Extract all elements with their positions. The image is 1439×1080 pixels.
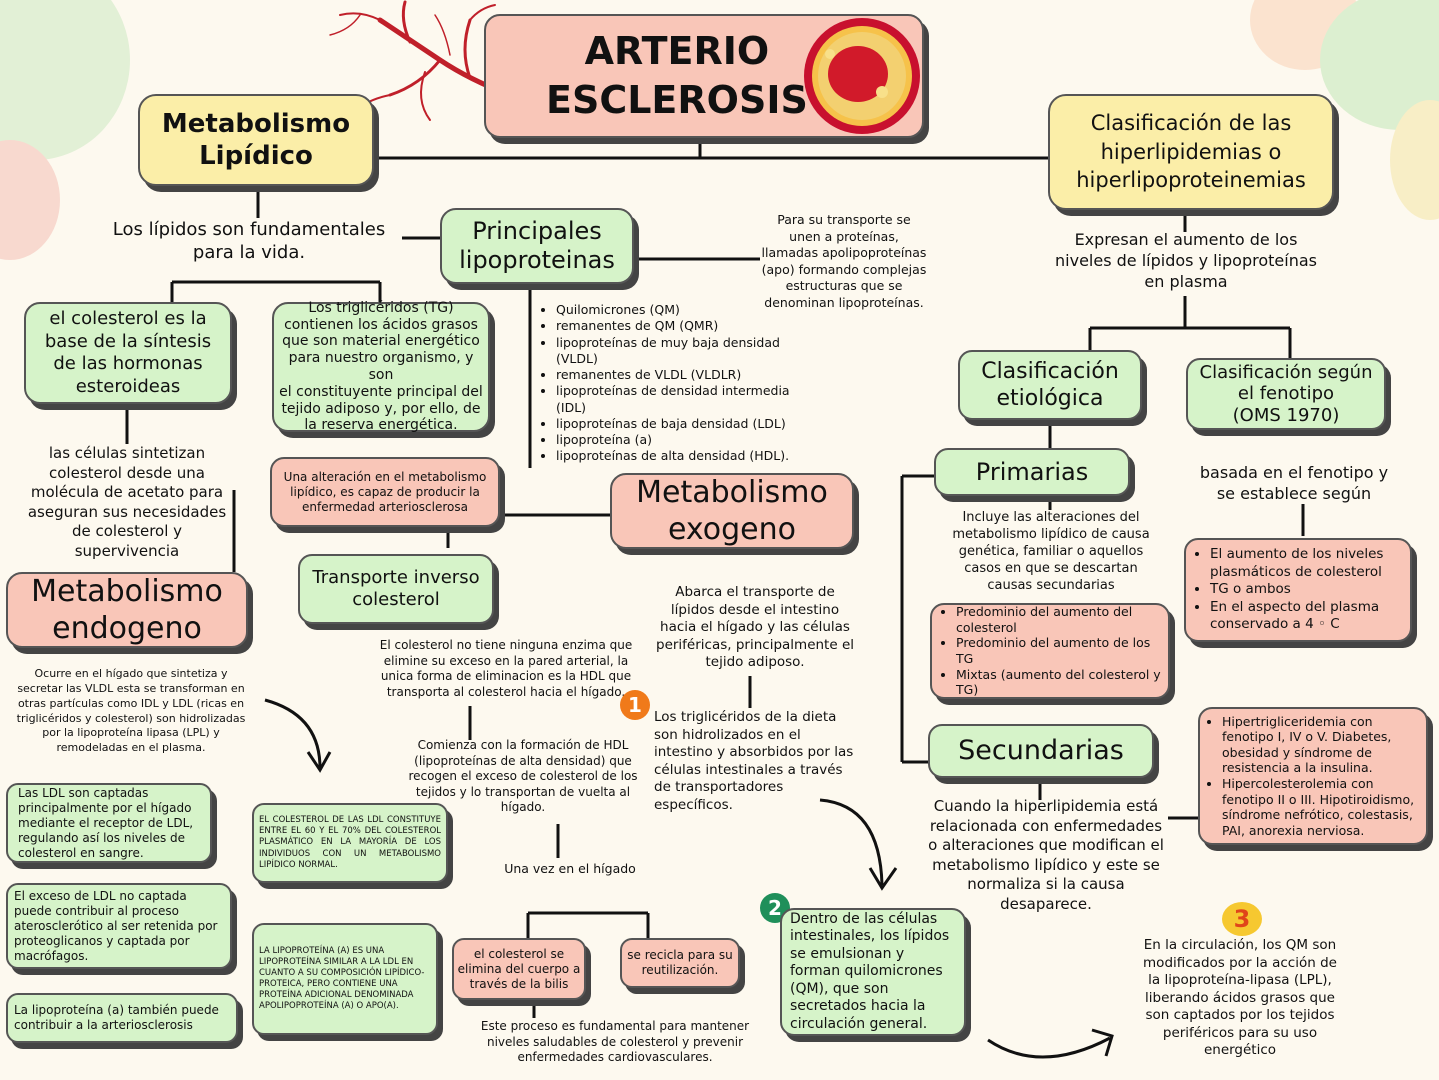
main-title-box: ARTERIO ESCLEROSIS xyxy=(484,14,924,138)
fenotipo-title: Clasificación según el fenotipo (OMS 197… xyxy=(1199,361,1373,426)
list-item: En el aspecto del plasma conservado a 4 … xyxy=(1210,599,1404,634)
elimina-box: el colesterol se elimina del cuerpo a tr… xyxy=(452,938,586,1000)
list-item: Hipertrigliceridemia con fenotipo I, IV … xyxy=(1222,714,1422,777)
step-1-text: Los triglicéridos de la dieta son hidrol… xyxy=(654,709,854,813)
celulas-text: las células sintetizan colesterol desde … xyxy=(27,444,227,560)
step-2-box: Dentro de las células intestinales, los … xyxy=(780,908,966,1036)
lipoproteinas-transport-note: Para su transporte se unen a proteínas, … xyxy=(761,212,927,310)
step-1-badge: 1 xyxy=(620,690,650,720)
transporte-inverso-box: Transporte inverso colesterol xyxy=(298,554,494,624)
secundarias-box: Secundarias xyxy=(928,724,1154,778)
lpa-box: La lipoproteína (a) también puede contri… xyxy=(6,993,238,1043)
list-item: lipoproteínas de alta densidad (HDL). xyxy=(556,448,810,464)
main-title: ARTERIO ESCLEROSIS xyxy=(546,28,808,122)
lipoproteinas-list: Quilomicrones (QM) remanentes de QM (QMR… xyxy=(538,302,810,465)
exceso-ldl-box: El exceso de LDL no captada puede contri… xyxy=(6,883,232,969)
clasificacion-description: Expresan el aumento de los niveles de lí… xyxy=(1055,230,1317,291)
list-item: TG o ambos xyxy=(1210,581,1404,599)
metabolismo-lipidico-title: Metabolismo Lipídico xyxy=(161,108,351,172)
exogeno-title: Metabolismo exogeno xyxy=(636,474,828,548)
ldl-captadas-box: Las LDL son captadas principalmente por … xyxy=(6,783,212,863)
primarias-title: Primarias xyxy=(975,458,1089,486)
ldl-captadas-text: Las LDL son captadas principalmente por … xyxy=(18,785,194,860)
endogeno-description: Ocurre en el hígado que sintetiza y secr… xyxy=(16,667,246,755)
trigliceridos-box: Los triglicéridos (TG) contienen los áci… xyxy=(272,299,490,434)
list-item: Quilomicrones (QM) xyxy=(556,302,810,318)
endogeno-title: Metabolismo endogeno xyxy=(31,573,223,647)
exceso-ldl-text: El exceso de LDL no captada puede contri… xyxy=(14,888,218,963)
exogeno-description: Abarca el transporte de lípidos desde el… xyxy=(656,584,854,671)
artery-plaque-icon xyxy=(804,18,920,134)
list-item: Mixtas (aumento del colesterol y TG) xyxy=(956,667,1162,698)
list-item: remanentes de QM (QMR) xyxy=(556,318,810,334)
list-item: lipoproteínas de muy baja densidad (VLDL… xyxy=(556,335,810,368)
lpa-text: La lipoproteína (a) también puede contri… xyxy=(14,1003,219,1032)
step-3-text: En la circulación, los QM son modificado… xyxy=(1143,937,1337,1059)
trigliceridos-text: Los triglicéridos (TG) contienen los áci… xyxy=(279,299,483,434)
colesterol-text: el colesterol es la base de la síntesis … xyxy=(44,308,212,397)
primarias-list-box: Predominio del aumento del colesterol Pr… xyxy=(930,603,1170,699)
primarias-description: Incluye las alteraciones del metabolismo… xyxy=(952,510,1150,593)
list-item: Predominio del aumento del colesterol xyxy=(956,604,1162,635)
lipoproteinas-box: Principales lipoproteinas xyxy=(440,208,634,284)
list-item: El aumento de los niveles plasmáticos de… xyxy=(1210,546,1404,581)
hdl-text: Comienza con la formación de HDL (lipopr… xyxy=(408,738,638,815)
recicla-text: se recicla para su reutilización. xyxy=(627,948,733,977)
fenotipo-list-box: El aumento de los niveles plasmáticos de… xyxy=(1184,538,1412,642)
step-3-badge: 3 xyxy=(1222,902,1262,936)
colesterol-box: el colesterol es la base de la síntesis … xyxy=(24,302,232,404)
secundarias-list-box: Hipertrigliceridemia con fenotipo I, IV … xyxy=(1198,707,1428,845)
list-item: lipoproteínas de baja densidad (LDL) xyxy=(556,416,810,432)
etiologica-box: Clasificación etiológica xyxy=(958,350,1142,420)
proceso-text: Este proceso es fundamental para mantene… xyxy=(480,1019,750,1065)
transporte-inverso-description: El colesterol no tiene ninguna enzima qu… xyxy=(379,638,633,699)
fenotipo-description: basada en el fenotipo y se establece seg… xyxy=(1199,463,1389,503)
transporte-inverso-title: Transporte inverso colesterol xyxy=(312,566,480,611)
alteracion-text: Una alteración en el metabolismo lipídic… xyxy=(283,469,487,514)
elimina-text: el colesterol se elimina del cuerpo a tr… xyxy=(457,946,581,991)
secundarias-description: Cuando la hiperlipidemia está relacionad… xyxy=(928,797,1164,913)
una-vez-higado: Una vez en el hígado xyxy=(504,861,636,876)
clasificacion-title: Clasificación de las hiperlipidemias o h… xyxy=(1076,111,1306,193)
colesterol-ldl-box: EL COLESTEROL DE LAS LDL CONSTITUYE ENTR… xyxy=(252,803,448,883)
colesterol-ldl-text: EL COLESTEROL DE LAS LDL CONSTITUYE ENTR… xyxy=(259,815,441,870)
list-item: lipoproteína (a) xyxy=(556,432,810,448)
etiologica-title: Clasificación etiológica xyxy=(981,358,1119,412)
list-item: Predominio del aumento de los TG xyxy=(956,635,1162,666)
lipidos-intro: Los lípidos son fundamentales para la vi… xyxy=(112,219,386,264)
primarias-box: Primarias xyxy=(934,448,1130,496)
recicla-box: se recicla para su reutilización. xyxy=(620,938,740,988)
metabolismo-lipidico-box: Metabolismo Lipídico xyxy=(138,94,374,186)
lpa-detail-text: LA LIPOPROTEÍNA (A) ES UNA LIPOPROTEÍNA … xyxy=(259,945,425,1012)
exogeno-box: Metabolismo exogeno xyxy=(610,473,854,549)
list-item: Hipercolesterolemia con fenotipo II o II… xyxy=(1222,776,1422,839)
alteracion-box: Una alteración en el metabolismo lipídic… xyxy=(270,457,500,527)
list-item: lipoproteínas de densidad intermedia (ID… xyxy=(556,383,810,416)
lpa-detail-box: LA LIPOPROTEÍNA (A) ES UNA LIPOPROTEÍNA … xyxy=(252,923,438,1035)
endogeno-box: Metabolismo endogeno xyxy=(6,572,248,648)
step-2-text: Dentro de las células intestinales, los … xyxy=(790,910,950,1032)
fenotipo-box: Clasificación según el fenotipo (OMS 197… xyxy=(1186,358,1386,430)
clasificacion-box: Clasificación de las hiperlipidemias o h… xyxy=(1048,94,1334,210)
list-item: remanentes de VLDL (VLDLR) xyxy=(556,367,810,383)
lipoproteinas-title: Principales lipoproteinas xyxy=(459,217,615,274)
secundarias-title: Secundarias xyxy=(958,735,1124,767)
